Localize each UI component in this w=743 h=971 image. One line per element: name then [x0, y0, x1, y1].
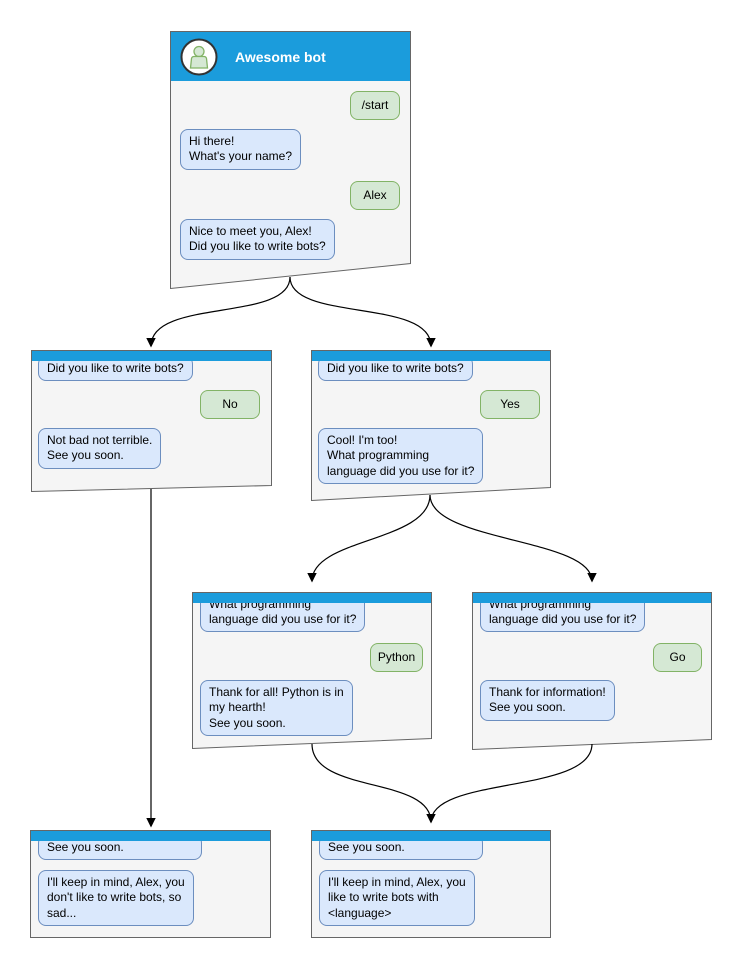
- bot-avatar-icon: [180, 38, 218, 75]
- bot-message-bubble: Hi there! What's your name?: [180, 129, 302, 170]
- bot-message-bubble: Nice to meet you, Alex! Did you like to …: [180, 219, 335, 260]
- bot-message-bubble: Cool! I'm too! What programming language…: [318, 428, 484, 485]
- user-message-bubble: /start: [350, 91, 400, 121]
- edge-yes-to-go: [429, 494, 597, 583]
- bot-message-bubble: I'll keep in mind, Alex, you don't like …: [38, 870, 194, 927]
- chat-header: Awesome bot: [171, 32, 410, 81]
- chat-node-branch-no: Did you like to write bots? No Not bad n…: [31, 350, 272, 492]
- edge-python-to-end: [311, 743, 432, 823]
- user-message-bubble: Python: [370, 643, 423, 673]
- user-message-bubble: Go: [653, 643, 702, 673]
- user-message-bubble: Alex: [350, 181, 400, 211]
- chat-header: [31, 831, 270, 841]
- edge-yes-to-python: [307, 494, 431, 583]
- chat-node-end-yes: See you soon. I'll keep in mind, Alex, y…: [311, 830, 551, 938]
- chat-node-branch-python: What programming language did you use fo…: [192, 592, 432, 749]
- bot-message-bubble: I'll keep in mind, Alex, you like to wri…: [319, 870, 475, 927]
- chat-node-branch-go: What programming language did you use fo…: [472, 592, 712, 750]
- chat-header: [312, 831, 550, 841]
- chat-node-end-no: See you soon. I'll keep in mind, Alex, y…: [30, 830, 271, 938]
- user-message-bubble: No: [200, 390, 260, 420]
- chat-node-start: Awesome bot /start Hi there! What's your…: [170, 31, 411, 289]
- bot-message-bubble: Thank for information! See you soon.: [480, 680, 615, 721]
- chat-header: [473, 593, 711, 603]
- bot-message-bubble: Thank for all! Python is in my hearth! S…: [200, 680, 353, 737]
- chat-header: [193, 593, 431, 603]
- bot-title: Awesome bot: [235, 48, 326, 65]
- edge-go-to-end: [426, 743, 593, 824]
- chat-header: [32, 351, 271, 361]
- user-message-bubble: Yes: [480, 390, 540, 420]
- bot-message-bubble: Not bad not terrible. See you soon.: [38, 428, 162, 469]
- chat-header: [312, 351, 550, 361]
- chat-node-branch-yes: Did you like to write bots? Yes Cool! I'…: [311, 350, 551, 501]
